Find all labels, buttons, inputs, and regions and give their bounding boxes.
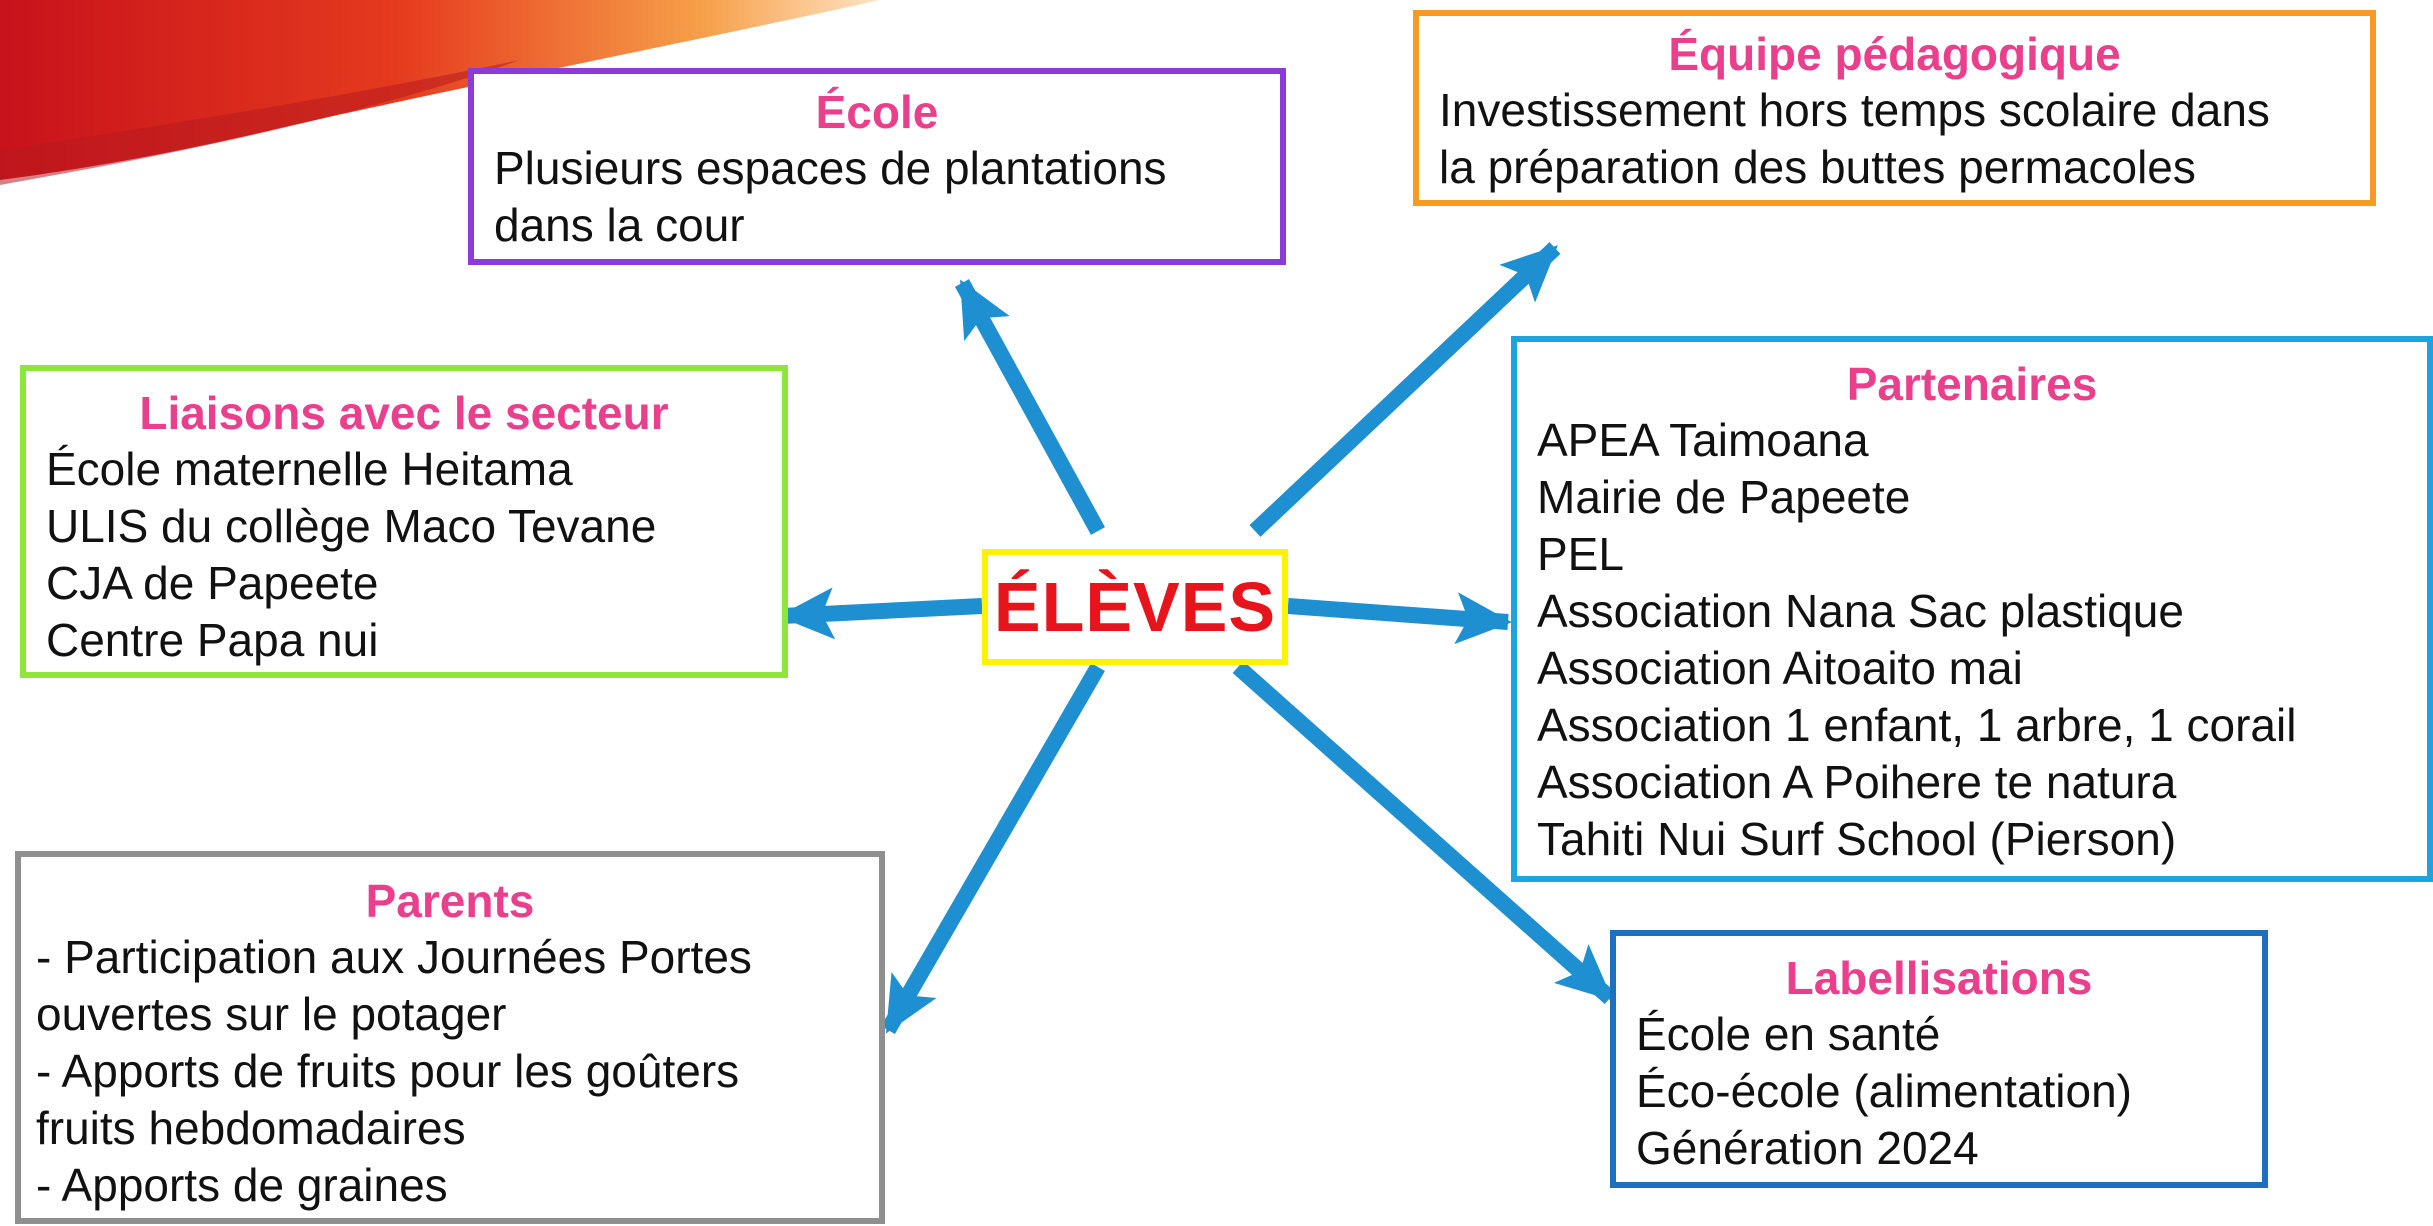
labellisations-line: Génération 2024 (1636, 1122, 1979, 1174)
arrow-to-equipe (1249, 242, 1561, 537)
partenaires-line: Association A Poihere te natura (1537, 756, 2177, 808)
parents-line: - Apports de fruits pour les goûters (36, 1045, 740, 1097)
partenaires-line: Tahiti Nui Surf School (Pierson) (1537, 813, 2177, 865)
partenaires-box: Partenaires APEA Taimoana Mairie de Pape… (1511, 336, 2433, 882)
parents-box: Parents - Participation aux Journées Por… (15, 851, 885, 1224)
partenaires-line: Association Nana Sac plastique (1537, 585, 2184, 637)
partenaires-line: Mairie de Papeete (1537, 471, 1911, 523)
equipe-line: Investissement hors temps scolaire dans (1439, 84, 2270, 136)
partenaires-line: Association 1 enfant, 1 arbre, 1 corail (1537, 699, 2297, 751)
partenaires-title: Partenaires (1846, 358, 2098, 410)
ecole-line: dans la cour (494, 199, 745, 251)
center-label: ÉLÈVES (993, 568, 1277, 646)
parents-line: ouvertes sur le potager (36, 988, 507, 1040)
liaisons-line: Centre Papa nui (46, 614, 379, 666)
ecole-box: École Plusieurs espaces de plantations d… (468, 68, 1286, 265)
partenaires-line: PEL (1537, 528, 1624, 580)
decorative-swoosh (0, 0, 880, 185)
parents-line: - Participation aux Journées Portes (36, 931, 752, 983)
ecole-line: Plusieurs espaces de plantations (494, 142, 1167, 194)
labellisations-line: École en santé (1636, 1008, 1941, 1060)
arrow-to-ecole (954, 279, 1106, 535)
equipe-line: la préparation des buttes permacoles (1439, 141, 2196, 193)
parents-line: - Apports de graines (36, 1159, 448, 1211)
equipe-pedagogique-box: Équipe pédagogique Investissement hors t… (1413, 10, 2376, 206)
partenaires-line: APEA Taimoana (1537, 414, 1869, 466)
liaisons-line: CJA de Papeete (46, 557, 379, 609)
center-node-eleves: ÉLÈVES (982, 549, 1288, 665)
arrow-to-liaisons (778, 587, 983, 640)
labellisations-box: Labellisations École en santé Éco-école … (1610, 930, 2268, 1188)
liaisons-title: Liaisons avec le secteur (139, 387, 669, 439)
liaisons-line: École maternelle Heitama (46, 443, 573, 495)
arrow-to-parents (881, 662, 1105, 1035)
parents-title: Parents (365, 875, 535, 927)
partenaires-line: Association Aitoaito mai (1537, 642, 2023, 694)
arrow-to-labellisations (1232, 661, 1616, 1004)
parents-line: fruits hebdomadaires (36, 1102, 466, 1154)
labellisations-title: Labellisations (1785, 952, 2093, 1004)
equipe-title: Équipe pédagogique (1668, 28, 2121, 80)
ecole-title: École (815, 86, 939, 138)
arrow-to-partenaires (1287, 592, 1512, 645)
liaisons-line: ULIS du collège Maco Tevane (46, 500, 657, 552)
labellisations-line: Éco-école (alimentation) (1636, 1065, 2133, 1117)
liaisons-box: Liaisons avec le secteur École maternell… (20, 365, 788, 678)
